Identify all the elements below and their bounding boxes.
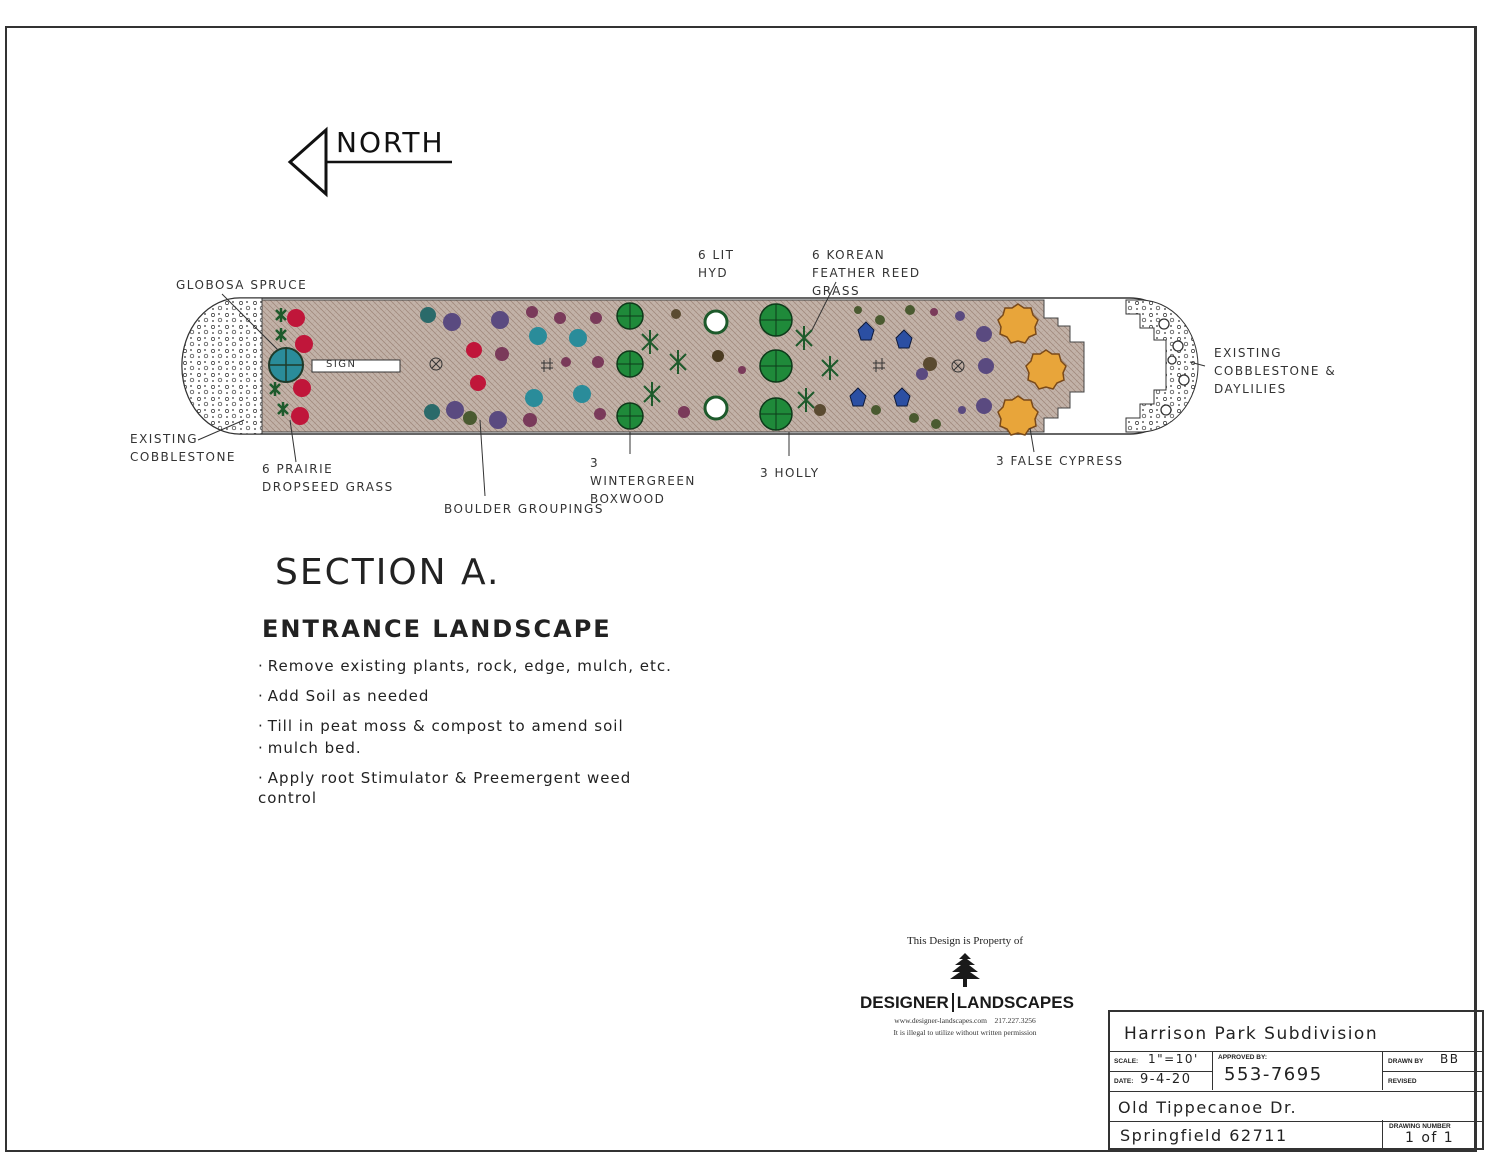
drawn-by-label: DRAWN BY [1388, 1058, 1424, 1065]
boulder-groupings [420, 306, 606, 429]
marker-icons [429, 357, 965, 373]
street-address: Old Tippecanoe Dr. [1118, 1098, 1298, 1117]
hydrangea-icons [703, 309, 729, 421]
property-warning: It is illegal to utilize without written… [893, 1028, 1037, 1037]
approved-label: APPROVED BY: [1218, 1054, 1267, 1061]
notes-list: Remove existing plants, rock, edge, mulc… [258, 656, 678, 818]
date-label: DATE: [1114, 1078, 1134, 1085]
drawing-number-label: DRAWING NUMBER [1389, 1123, 1451, 1130]
label-wintergreen-boxwood: 3 Wintergreen Boxwood [590, 456, 696, 506]
note-item: Apply root Stimulator & Preemergent weed… [258, 768, 678, 808]
note-item: Add Soil as needed [258, 686, 678, 706]
label-false-cypress: 3 False Cypress [996, 454, 1124, 468]
property-contact: www.designer-landscapes.com 217.227.3256 [860, 1016, 1070, 1025]
label-prairie-dropseed: 6 Prairie Dropseed Grass [262, 462, 394, 494]
section-title: SECTION A. [275, 552, 501, 593]
globosa-spruce-icon [268, 347, 304, 383]
daylily-icons [1158, 318, 1190, 416]
label-lit-hyd: 6 Lit Hyd [698, 248, 735, 280]
leader-lines [197, 281, 1206, 497]
drawn-by-value: BB [1440, 1052, 1460, 1066]
website-link[interactable]: www.designer-landscapes.com [894, 1016, 987, 1025]
brand-left: DESIGNER [860, 993, 949, 1012]
property-heading: This Design is Property of [906, 935, 1024, 947]
scale-label: SCALE: [1114, 1058, 1139, 1065]
sign-label: SIGN [326, 359, 357, 370]
north-arrow [287, 126, 452, 198]
sign-rect [311, 359, 401, 373]
note-item: Till in peat moss & compost to amend soi… [258, 716, 678, 736]
date-value: 9-4-20 [1140, 1072, 1192, 1087]
tree-logo-icon [950, 953, 980, 987]
label-korean-feather-reed: 6 Korean Feather Reed Grass [812, 248, 921, 298]
brand-right: LANDSCAPES [956, 993, 1074, 1012]
label-boulder-groupings: Boulder Groupings [444, 502, 604, 516]
scale-value: 1"=10' [1148, 1052, 1199, 1066]
red-shrub-group [287, 309, 313, 425]
title-block: Harrison Park Subdivision SCALE: 1"=10' … [1108, 1010, 1484, 1150]
wintergreen-boxwood-icons [616, 302, 644, 430]
property-notice: This Design is Property of DESIGNER LANDS… [860, 935, 1074, 1037]
small-shrubs-middle [671, 309, 746, 418]
approved-value: 553-7695 [1224, 1064, 1323, 1085]
note-item: Remove existing plants, rock, edge, mulc… [258, 656, 678, 676]
revised-label: REVISED [1388, 1078, 1417, 1085]
brand-logo: DESIGNER LANDSCAPES [860, 993, 1074, 1013]
city-zip: Springfield 62711 [1120, 1126, 1288, 1145]
feather-grass-icons [641, 326, 839, 412]
north-label: NORTH [336, 126, 445, 159]
false-cypress-icons [997, 303, 1067, 436]
drawing-sheet-border [5, 26, 1477, 1152]
prairie-grass-icons [269, 308, 289, 416]
section-subtitle: ENTRANCE LANDSCAPE [262, 615, 612, 643]
label-globosa-spruce: Globosa Spruce [176, 278, 308, 292]
hash-icons [541, 358, 885, 372]
drawing-number-value: 1 of 1 [1405, 1130, 1455, 1146]
note-item: mulch bed. [258, 738, 678, 758]
label-holly: 3 Holly [760, 466, 820, 480]
label-existing-cobblestone-right: Existing Cobblestone & Daylilies [1214, 346, 1337, 396]
project-name: Harrison Park Subdivision [1124, 1024, 1379, 1044]
phone-number: 217.227.3256 [994, 1016, 1036, 1025]
holly-icons [759, 303, 793, 431]
label-existing-cobblestone-left: Existing Cobblestone [130, 432, 237, 464]
blue-shrub-group [814, 305, 994, 429]
